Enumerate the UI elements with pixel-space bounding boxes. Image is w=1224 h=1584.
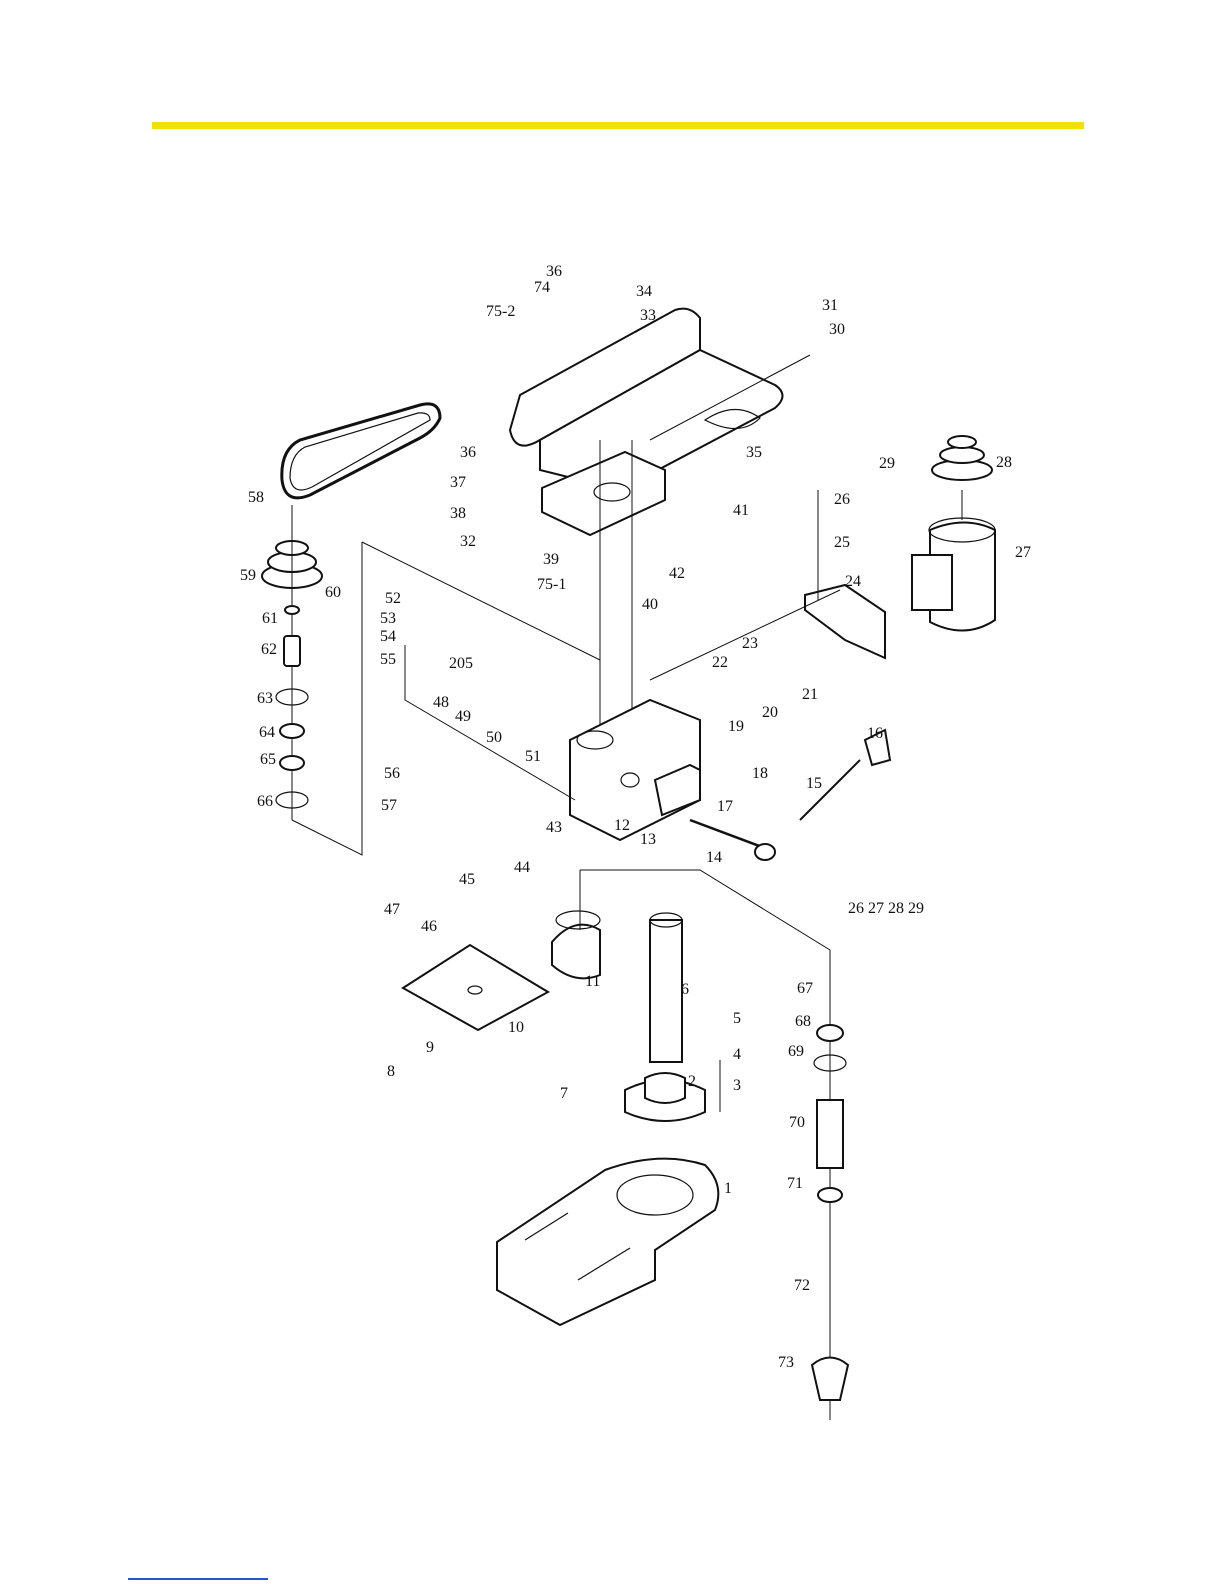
callout-label: 205 [449,655,473,672]
callout-label: 58 [248,489,264,506]
callout-label: 60 [325,584,341,601]
callout-label: 61 [262,610,278,627]
callout-label: 13 [640,831,656,848]
callout-label: 15 [806,775,822,792]
callout-label: 44 [514,859,530,876]
callout-label: 4 [733,1046,741,1063]
callout-label: 36 [460,444,476,461]
callout-label: 33 [640,307,656,324]
callout-label: 38 [450,505,466,522]
callout-label: 11 [585,973,600,990]
callout-label: 59 [240,567,256,584]
callout-label: 40 [642,596,658,613]
callout-label: 23 [742,635,758,652]
callout-label: 34 [636,283,652,300]
callout-label: 5 [733,1010,741,1027]
callout-label: 50 [486,729,502,746]
callout-label: 54 [380,628,396,645]
callout-label: 65 [260,751,276,768]
callout-label: 29 [879,455,895,472]
callout-label: 31 [822,297,838,314]
callout-label: 64 [259,724,275,741]
callout-label: 75-2 [486,303,515,320]
callout-label: 26 [834,491,850,508]
callout-label: 14 [706,849,722,866]
callout-label: 53 [380,610,396,627]
callout-label: 74 [534,279,550,296]
callout-label: 2 [688,1073,696,1090]
callout-label: 20 [762,704,778,721]
callout-label: 52 [385,590,401,607]
callout-label: 69 [788,1043,804,1060]
callout-label: 7 [560,1085,568,1102]
motor-group-note: 26 27 28 29 [848,900,924,917]
column-tube [650,913,682,1062]
callout-label: 37 [450,474,466,491]
callout-label: 68 [795,1013,811,1030]
callout-label: 55 [380,651,396,668]
callout-label: 63 [257,690,273,707]
callout-label: 19 [728,718,744,735]
callout-label: 9 [426,1039,434,1056]
callout-label: 70 [789,1114,805,1131]
callout-label: 12 [614,817,630,834]
base [497,1159,718,1325]
callout-label: 27 [1015,544,1031,561]
callout-label: 67 [797,980,813,997]
callout-label: 8 [387,1063,395,1080]
callout-label: 48 [433,694,449,711]
callout-label: 30 [829,321,845,338]
callout-label: 57 [381,797,397,814]
motor [912,436,995,631]
callout-label: 43 [546,819,562,836]
callout-label: 1 [724,1180,732,1197]
callout-label: 10 [508,1019,524,1036]
callout-label: 28 [996,454,1012,471]
callout-label: 32 [460,533,476,550]
callout-label: 56 [384,765,400,782]
callout-label: 35 [746,444,762,461]
callout-label: 21 [802,686,818,703]
callout-label: 73 [778,1354,794,1371]
callout-label: 75-1 [537,576,566,593]
callout-label: 36 [546,263,562,280]
callout-label: 49 [455,708,471,725]
callout-label: 18 [752,765,768,782]
callout-label: 41 [733,502,749,519]
feed-handle [690,730,890,860]
callout-label: 46 [421,918,437,935]
callout-label: 51 [525,748,541,765]
callout-label: 66 [257,793,273,810]
callout-label: 42 [669,565,685,582]
callout-label: 17 [717,798,733,815]
callout-label: 6 [681,981,689,998]
callout-label: 25 [834,534,850,551]
spindle-pulley [262,505,322,820]
callout-label: 47 [384,901,400,918]
callout-label: 24 [845,573,861,590]
callout-label: 62 [261,641,277,658]
callout-label: 45 [459,871,475,888]
callout-label: 72 [794,1277,810,1294]
callout-label: 22 [712,654,728,671]
callout-label: 39 [543,551,559,568]
callout-label: 3 [733,1077,741,1094]
v-belt [282,404,440,498]
callout-label: 71 [787,1175,803,1192]
quill-spindle-assembly [812,990,848,1420]
callout-label: 16 [867,725,883,742]
